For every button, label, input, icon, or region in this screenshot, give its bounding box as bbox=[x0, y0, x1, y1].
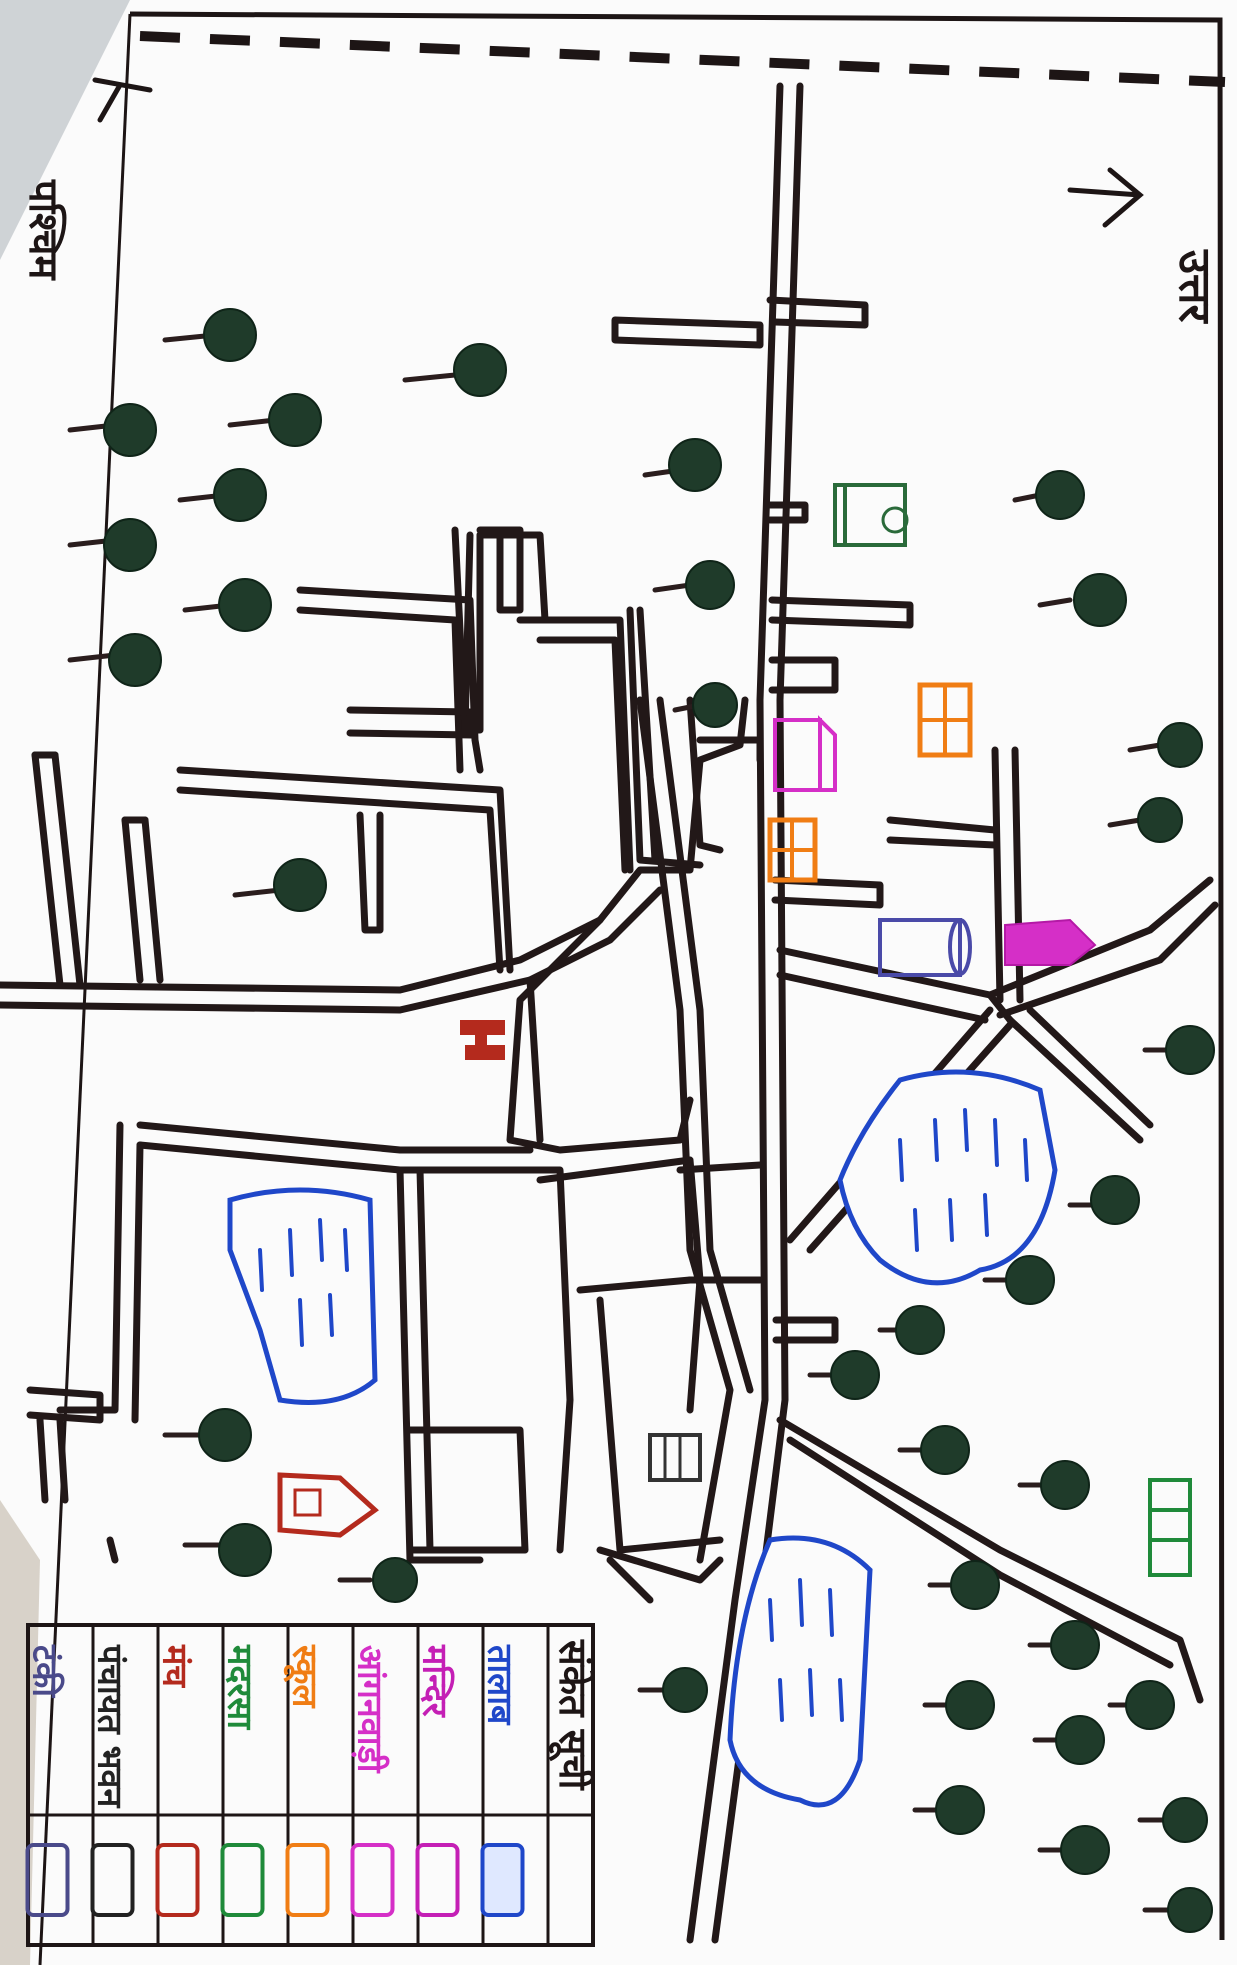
legend-item-label: तालाब bbox=[480, 1644, 520, 1726]
panchayat-bhawan-icon bbox=[90, 1843, 135, 1917]
tree-icon bbox=[1107, 1680, 1175, 1730]
tree-icon bbox=[1127, 722, 1203, 768]
legend-title: संकेत सूची bbox=[548, 1639, 595, 1791]
west-label: पश्चिम bbox=[20, 179, 67, 281]
tree-icon bbox=[1017, 1460, 1090, 1510]
tree-icon bbox=[67, 403, 157, 457]
tree-icon bbox=[1037, 573, 1127, 627]
school-icon bbox=[917, 682, 973, 758]
tree-icon bbox=[927, 1560, 1000, 1610]
tree-icon bbox=[1137, 1797, 1208, 1843]
trees bbox=[67, 308, 1215, 1933]
tree-icon bbox=[67, 518, 157, 572]
legend-item-label: पंचायत भवन bbox=[90, 1644, 130, 1808]
north-label: उत्तर bbox=[1169, 249, 1220, 325]
tree-icon bbox=[402, 343, 507, 397]
temple-icon bbox=[415, 1843, 460, 1917]
legend-item-label: आंगनवाड़ी bbox=[350, 1645, 391, 1774]
tree-icon bbox=[162, 1408, 252, 1462]
tree-icon bbox=[922, 1680, 995, 1730]
tree-icon bbox=[912, 1785, 985, 1835]
tree-icon bbox=[877, 1305, 945, 1355]
north-arrow-icon bbox=[1067, 167, 1144, 228]
tree-icon bbox=[337, 1557, 418, 1603]
legend-item-label: टंकी bbox=[25, 1644, 66, 1698]
tree-icon bbox=[1032, 1715, 1105, 1765]
tree-icon bbox=[67, 633, 162, 687]
tree-icon bbox=[982, 1255, 1055, 1305]
tree-icon bbox=[637, 1667, 708, 1713]
pond-icon bbox=[480, 1843, 525, 1917]
pond-bottom bbox=[727, 1535, 873, 1808]
school-icon bbox=[285, 1843, 330, 1917]
legend-item-label: स्कूल bbox=[283, 1644, 325, 1709]
tree-icon bbox=[652, 560, 735, 610]
tree-icon bbox=[227, 393, 322, 447]
photo-shadow-top bbox=[0, 0, 130, 260]
tree-icon bbox=[672, 682, 738, 728]
legend: तालाब मन्दिर आंगनवाड़ी स्कूल मदरसा मंच पंचायत … bbox=[25, 1623, 595, 1947]
legend-item-label: मदरसा bbox=[220, 1644, 260, 1730]
tree-icon bbox=[1037, 1825, 1110, 1875]
madrasa-icon bbox=[220, 1843, 265, 1917]
main-road bbox=[686, 82, 784, 1944]
tree-icon bbox=[162, 308, 257, 362]
pond-left bbox=[227, 1187, 378, 1405]
temple-icon bbox=[1004, 918, 1097, 966]
tree-icon bbox=[177, 468, 267, 522]
temple-icon bbox=[277, 1472, 379, 1538]
tree-icon bbox=[182, 1523, 272, 1577]
water-tank-icon bbox=[878, 918, 972, 977]
anganwadi-icon bbox=[350, 1843, 395, 1917]
madrasa-icon bbox=[1148, 1478, 1192, 1577]
tree-icon bbox=[897, 1425, 970, 1475]
water-tank-icon bbox=[25, 1843, 70, 1917]
panchayat-bhawan-icon bbox=[833, 483, 909, 547]
stage-icon bbox=[460, 1020, 505, 1060]
legend-item-label: मंच bbox=[155, 1644, 195, 1688]
tree-icon bbox=[642, 438, 722, 492]
tree-icon bbox=[1142, 1025, 1215, 1075]
tree-icon bbox=[1067, 1175, 1140, 1225]
building-icon bbox=[648, 1433, 702, 1482]
legend-item-label: मन्दिर bbox=[415, 1644, 456, 1718]
school-icon bbox=[767, 817, 818, 883]
tree-icon bbox=[232, 858, 327, 912]
tree-icon bbox=[1142, 1887, 1213, 1933]
tree-icon bbox=[1027, 1620, 1100, 1670]
west-arrow-icon bbox=[92, 77, 153, 123]
pond-right bbox=[837, 1069, 1058, 1286]
tree-icon bbox=[182, 578, 272, 632]
tree-icon bbox=[1012, 470, 1085, 520]
stage-icon bbox=[155, 1843, 200, 1917]
anganwadi-icon bbox=[773, 715, 837, 792]
tree-icon bbox=[807, 1350, 880, 1400]
tree-icon bbox=[1107, 797, 1183, 843]
